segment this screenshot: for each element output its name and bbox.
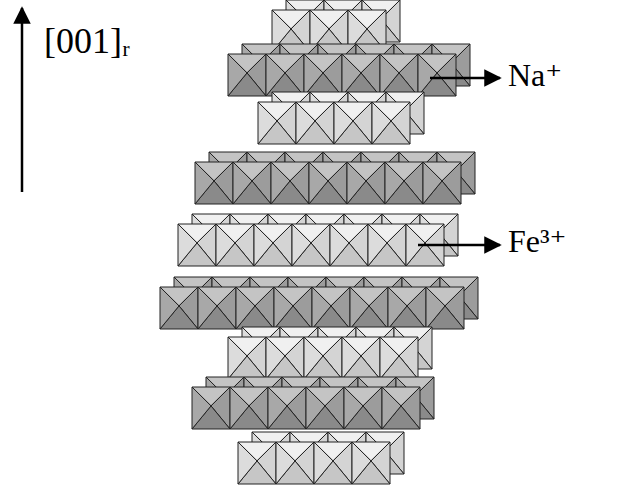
octahedron-face [228, 337, 247, 379]
octahedron-face [372, 102, 391, 144]
ion-label: Fe³⁺ [508, 224, 566, 259]
octahedron-face [178, 224, 197, 266]
octahedron-face [306, 387, 325, 429]
octahedron-face [304, 54, 323, 96]
ion-label: Na⁺ [508, 58, 562, 93]
octahedron-face [385, 162, 404, 204]
octahedron-face [304, 337, 323, 379]
octahedron-face [352, 442, 371, 484]
octahedron-face [195, 162, 214, 204]
octahedron-face [423, 162, 442, 204]
octahedron-face [233, 162, 252, 204]
direction-arrow [21, 8, 24, 192]
direction-label: [001]ᵣ [44, 22, 130, 62]
octahedron-face [230, 387, 249, 429]
octahedron-face [236, 287, 255, 329]
octahedron-face [314, 442, 333, 484]
octahedron-face [266, 337, 285, 379]
octahedron-face [296, 102, 315, 144]
octahedron-face [271, 162, 290, 204]
octahedron-face [216, 224, 235, 266]
octahedron-face [192, 387, 211, 429]
octahedron-face [334, 102, 353, 144]
octahedron-face [418, 54, 437, 96]
octahedron-face [198, 287, 217, 329]
octahedron-face [228, 54, 247, 96]
octahedra-layers [160, 0, 478, 484]
leader-arrow [418, 244, 500, 247]
octahedron-face [347, 162, 366, 204]
octahedron-face [368, 224, 387, 266]
octahedron-face [276, 442, 295, 484]
octahedron-face [382, 387, 401, 429]
octahedron-face [268, 387, 287, 429]
octahedron-face [160, 287, 179, 329]
octahedron-face [312, 287, 331, 329]
octahedron-face [254, 224, 273, 266]
octahedron-face [350, 287, 369, 329]
octahedron-face [426, 287, 445, 329]
octahedron-face [342, 337, 361, 379]
leader-arrow [430, 77, 500, 80]
octahedron-face [274, 287, 293, 329]
octahedron-face [388, 287, 407, 329]
octahedron-face [342, 54, 361, 96]
octahedron-face [344, 387, 363, 429]
octahedron-face [266, 54, 285, 96]
octahedron-face [380, 337, 399, 379]
octahedron-face [309, 162, 328, 204]
octahedron-face [292, 224, 311, 266]
octahedron-face [238, 442, 257, 484]
octahedron-face [330, 224, 349, 266]
octahedron-face [380, 54, 399, 96]
octahedron-face [258, 102, 277, 144]
